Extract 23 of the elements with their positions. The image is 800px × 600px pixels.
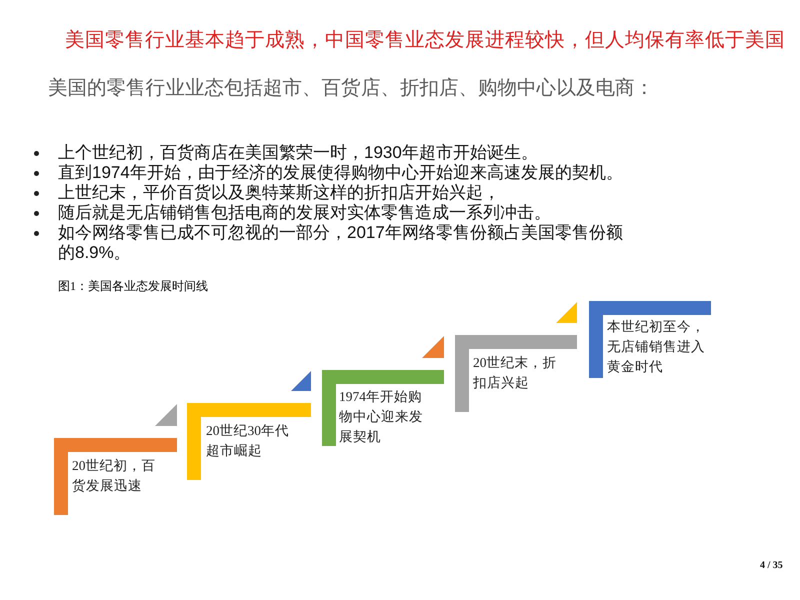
intro-text: 美国的零售行业业态包括超市、百货店、折扣店、购物中心以及电商： <box>48 76 654 100</box>
timeline-step <box>187 403 311 480</box>
timeline-step <box>322 370 444 446</box>
timeline-step <box>54 438 177 515</box>
bullet-text: 上个世纪初，百货商店在美国繁荣一时，1930年超市开始诞生。 <box>58 143 539 163</box>
triangle-arrow <box>155 404 177 426</box>
triangle-arrow <box>556 302 577 323</box>
bullet-text: 随后就是无店铺销售包括电商的发展对实体零售造成一系列冲击。 <box>58 203 552 223</box>
bullet-text: 直到1974年开始，由于经济的发展使得购物中心开始迎来高速发展的契机。 <box>58 163 624 183</box>
page-number: 4 / 35 <box>760 560 783 572</box>
step-text: 本世纪初至今，无店铺销售进入黄金时代 <box>607 318 706 376</box>
triangle-arrow <box>422 336 444 358</box>
figure-caption: 图1：美国各业态发展时间线 <box>58 279 208 294</box>
step-text: 1974年开始购物中心迎来发展契机 <box>339 388 424 446</box>
timeline-step <box>455 335 577 412</box>
slide-title: 美国零售行业基本趋于成熟，中国零售业态发展进程较快，但人均保有率低于美国 <box>65 28 785 52</box>
step-text: 20世纪初，百货发展迅速 <box>72 457 156 495</box>
step-text: 20世纪末，折扣店兴起 <box>473 354 558 392</box>
triangle-arrow <box>291 371 311 391</box>
timeline-step <box>589 301 711 378</box>
step-text: 20世纪30年代超市崛起 <box>206 422 290 460</box>
bullet-text: 如今网络零售已成不可忽视的一部分，2017年网络零售份额占美国零售份额的8.9%。 <box>58 223 624 262</box>
bullet-text: 上世纪末，平价百货以及奥特莱斯这样的折扣店开始兴起， <box>58 183 501 203</box>
